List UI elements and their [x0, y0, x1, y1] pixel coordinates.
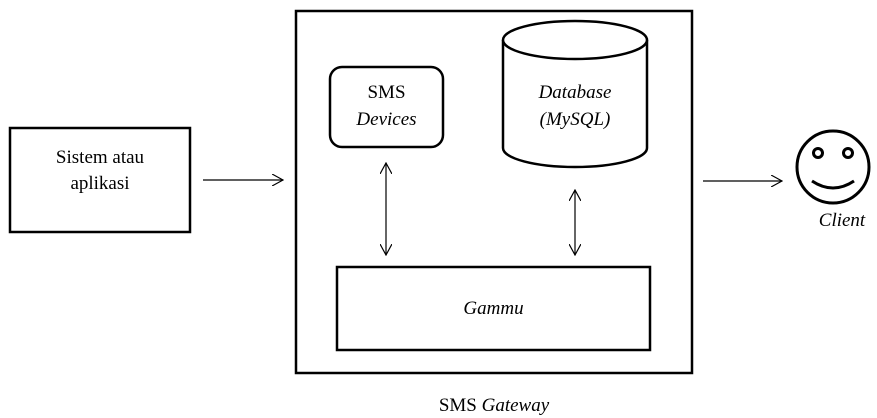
- database-label-line2: (MySQL): [540, 109, 611, 130]
- source-system-box: Sistem atau aplikasi: [8, 126, 192, 234]
- source-system-label-line2: aplikasi: [70, 173, 129, 194]
- sms-devices-label-line1: SMS: [367, 82, 405, 103]
- source-system-label-line1: Sistem atau: [56, 147, 145, 168]
- database-cylinder: Database (MySQL): [501, 19, 649, 169]
- gateway-caption-prefix: SMS: [439, 395, 477, 416]
- gammu-label: Gammu: [463, 298, 523, 319]
- client-label: Client: [819, 210, 866, 231]
- sms-devices-label-line2: Devices: [355, 109, 416, 130]
- gateway-caption: SMS Gateway: [439, 395, 550, 416]
- gammu-box: Gammu: [335, 265, 652, 352]
- database-label-line1: Database: [538, 82, 612, 103]
- client-smiley-icon: [795, 129, 871, 205]
- sms-devices-box: SMS Devices: [328, 65, 445, 149]
- gateway-caption-suffix: Gateway: [482, 395, 550, 416]
